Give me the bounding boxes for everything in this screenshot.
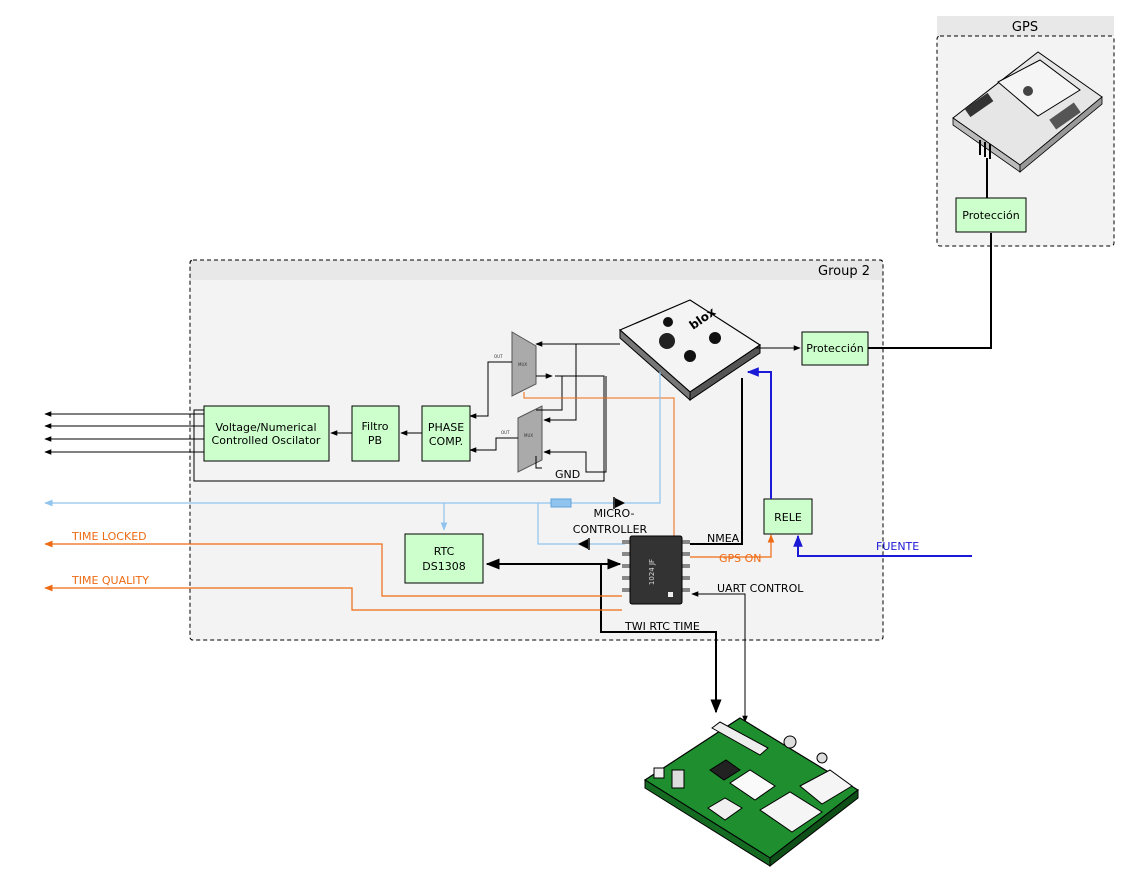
- raspberry-pi-image: [643, 717, 860, 868]
- gps-on-label: GPS ON: [719, 552, 762, 565]
- vco-box: Voltage/Numerical Controlled Oscilator: [203, 405, 330, 462]
- svg-text:OUT: OUT: [501, 430, 510, 435]
- microcontroller-chip: 1024 JF: [622, 535, 690, 605]
- rtc-label-1: RTC: [434, 545, 455, 558]
- phase-label-2: COMP.: [429, 435, 463, 448]
- svg-text:MUX: MUX: [518, 362, 527, 367]
- gnd-label: GND: [555, 468, 580, 481]
- filter-label-2: PB: [368, 434, 382, 447]
- uart-label: UART CONTROL: [717, 582, 804, 595]
- micro-label-1: MICRO-: [594, 507, 635, 520]
- gps-protection-box: Protección: [955, 197, 1027, 233]
- chip-marking: 1024 JF: [648, 559, 656, 585]
- phase-label-1: PHASE: [428, 421, 464, 434]
- time-locked-label: TIME LOCKED: [71, 530, 147, 543]
- twi-label: TWI RTC TIME: [624, 620, 700, 633]
- rtc-box: RTC DS1308: [404, 533, 484, 584]
- rtc-label-2: DS1308: [422, 560, 465, 573]
- nmea-label: NMEA: [707, 532, 740, 545]
- filter-label-1: Filtro: [362, 420, 389, 433]
- mux-top: MUX OUT: [494, 331, 537, 397]
- svg-text:OUT: OUT: [494, 354, 503, 359]
- time-quality-label: TIME QUALITY: [71, 574, 149, 587]
- diode-bottom: [578, 538, 590, 550]
- svg-text:MUX: MUX: [524, 433, 533, 438]
- group2-title: Group 2: [818, 264, 870, 279]
- vco-label-1: Voltage/Numerical: [215, 421, 316, 434]
- low-pass-filter-box: Filtro PB: [351, 405, 400, 462]
- relay-label: RELE: [774, 511, 802, 524]
- vco-label-2: Controlled Oscilator: [212, 434, 321, 447]
- fuente-label: FUENTE: [876, 540, 919, 553]
- gps-protection-label: Protección: [962, 209, 1019, 222]
- mux-bottom: MUX OUT: [501, 405, 543, 473]
- protection-label: Protección: [806, 342, 863, 355]
- gps-module-image: [952, 51, 1103, 173]
- protection-box: Protección: [801, 331, 869, 366]
- phase-comparator-box: PHASE COMP.: [421, 405, 471, 462]
- diode-top: [613, 497, 625, 509]
- ublox-module-image: blox: [618, 299, 762, 402]
- micro-label-2: CONTROLLER: [573, 523, 648, 536]
- relay-box: RELE: [763, 498, 813, 535]
- gps-group-title: GPS: [1012, 20, 1038, 35]
